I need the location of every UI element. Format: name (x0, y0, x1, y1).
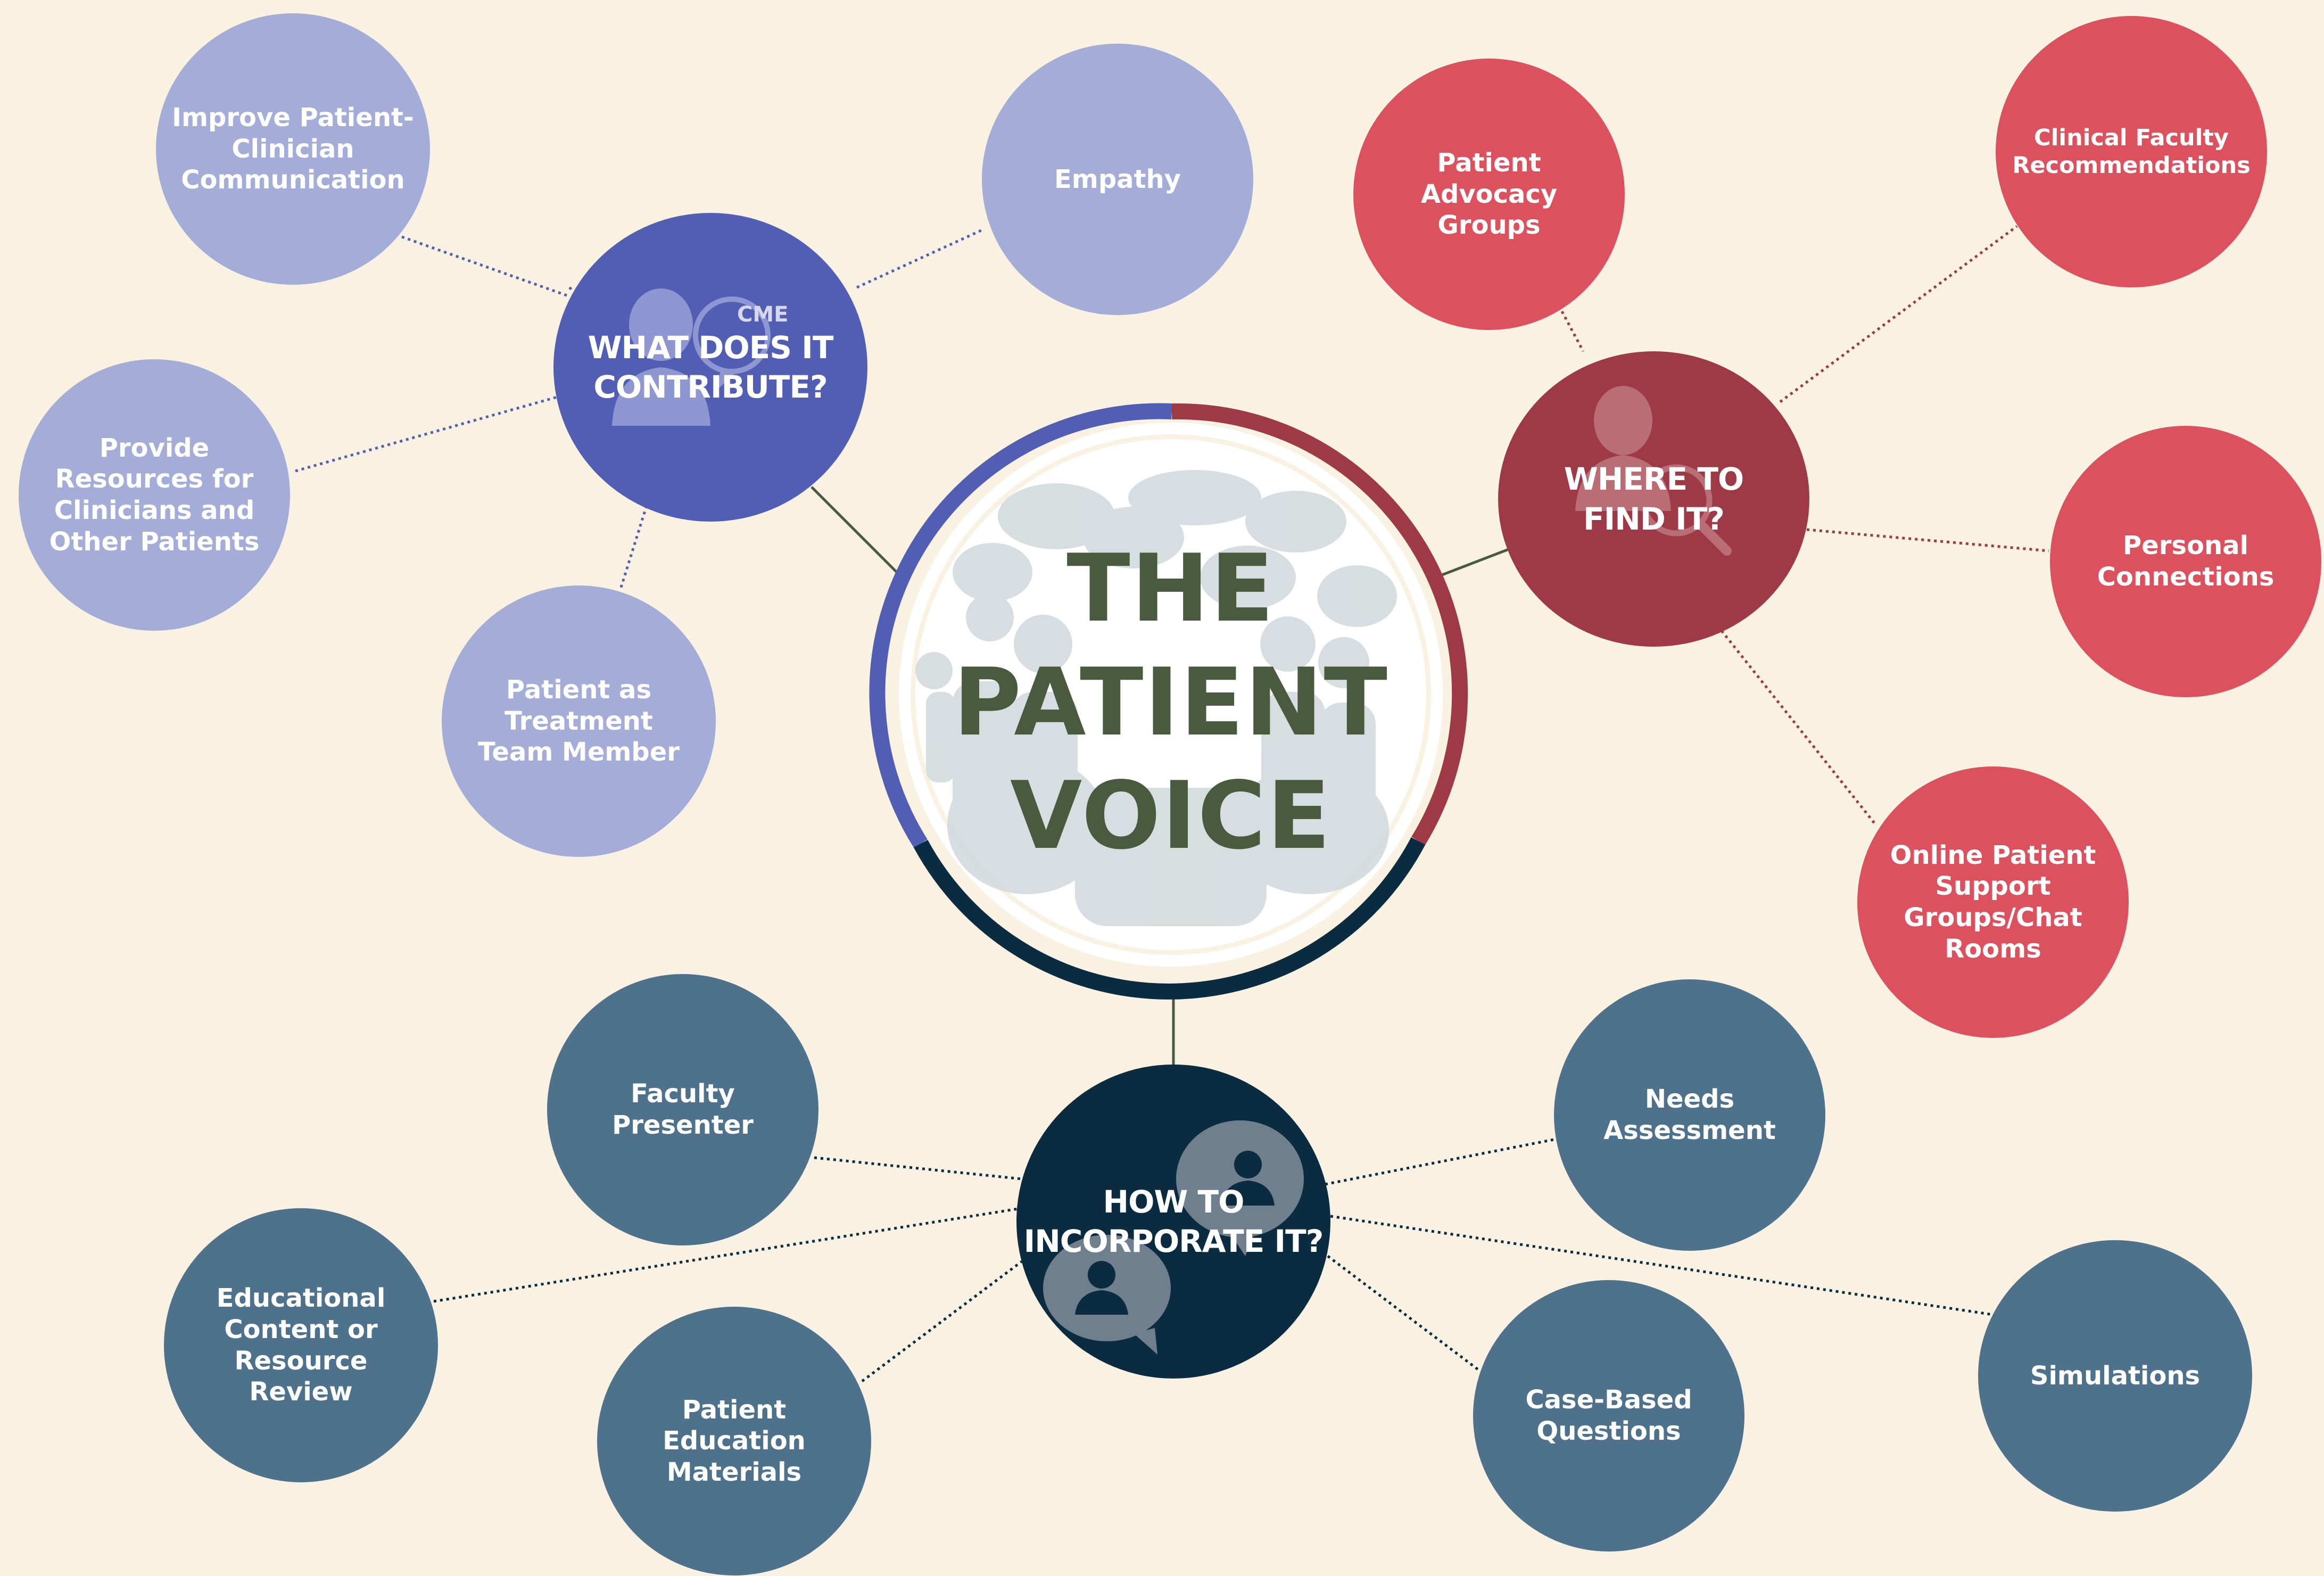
hub-what-does-it-contribute: CME WHAT DOES IT CONTRIBUTE? (553, 213, 867, 522)
contribute-item-empathy: Empathy (982, 44, 1253, 315)
find-item-personal-connections: Personal Connections (2050, 426, 2321, 697)
contribute-item-resources: Provide Resources for Clinicians and Oth… (19, 359, 290, 631)
hub-how-to-incorporate-it: HOW TO INCORPORATE IT? (1016, 1065, 1330, 1379)
incorporate-item-needs-assessment: Needs Assessment (1554, 979, 1825, 1251)
chat-bubbles-people-icon (1043, 1120, 1304, 1355)
hub-contribute-label: WHAT DOES IT CONTRIBUTE? (588, 329, 834, 405)
center-ring (869, 403, 1468, 1000)
hub-incorporate-label: HOW TO INCORPORATE IT? (1023, 1183, 1324, 1259)
person-magnifier-icon (1575, 386, 1732, 556)
connector-center-find (1442, 547, 1512, 576)
incorporate-item-case-based-questions: Case-Based Questions (1473, 1280, 1744, 1552)
hub-where-to-find-it: WHERE TO FIND IT? (1498, 351, 1809, 647)
contribute-item-team-member: Patient as Treatment Team Member (442, 585, 716, 857)
connector-center-contribute (810, 486, 906, 581)
incorporate-item-education-materials: Patient Education Materials (597, 1307, 871, 1575)
ring-navy-arc (913, 837, 1426, 1000)
find-item-advocacy-groups: Patient Advocacy Groups (1353, 59, 1625, 330)
ring-red-arc (1171, 403, 1468, 845)
incorporate-item-faculty-presenter: Faculty Presenter (547, 974, 818, 1245)
hub-find-label: WHERE TO FIND IT? (1564, 461, 1744, 537)
find-item-online-support-groups: Online Patient Support Groups/Chat Rooms (1857, 766, 2129, 1038)
person-speech-bubble-icon (612, 288, 771, 426)
incorporate-item-simulations: Simulations (1978, 1240, 2252, 1512)
contribute-item-communication: Improve Patient- Clinician Communication (156, 13, 430, 285)
cme-label: CME (737, 302, 789, 327)
incorporate-item-content-review: Educational Content or Resource Review (164, 1208, 438, 1482)
contribute-connectors (295, 227, 986, 591)
find-connectors (1560, 225, 2049, 826)
center-title: THE PATIENT VOICE (953, 535, 1388, 870)
crowd-illustration (915, 470, 1397, 926)
find-item-faculty-recommendations: Clinical Faculty Recommendations (1996, 16, 2267, 287)
ring-blue-arc (869, 403, 1172, 848)
incorporate-connectors (433, 1137, 1994, 1382)
